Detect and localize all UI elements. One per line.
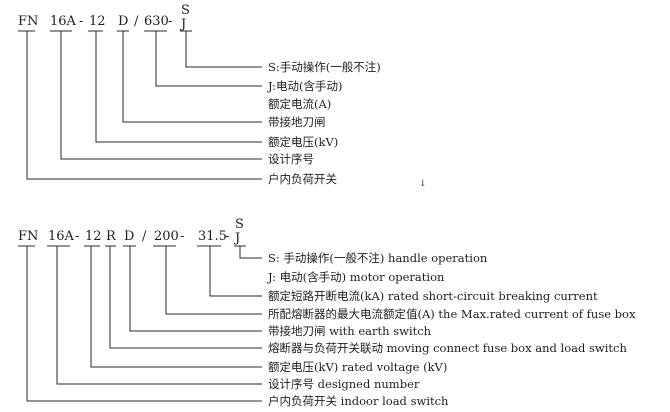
label-manual-operation: S:手动操作(一般不注) — [268, 60, 381, 74]
label-rated-voltage: 额定电压(kV) — [268, 135, 338, 149]
leader-lines — [26, 31, 262, 180]
code-s: S — [235, 217, 244, 232]
diagram-2: FN 16A - 12 R D / 200 - 31.5 - S J — [18, 217, 636, 408]
code-12: 12 — [85, 229, 102, 244]
label-fuse-load-switch-link: 熔断器与负荷开关联动 moving connect fuse box and l… — [268, 341, 627, 355]
stray-arrow-mark: ↓ — [419, 179, 427, 189]
code-dash: - — [168, 14, 172, 29]
label-rated-current: 额定电流(A) — [268, 97, 331, 111]
label-short-circuit-breaking: 额定短路开断电流(kA) rated short-circuit breakin… — [268, 289, 598, 303]
code-16a: 16A — [48, 229, 75, 244]
code-s: S — [181, 3, 190, 18]
code-dash: - — [75, 229, 79, 244]
code-j: J — [179, 17, 186, 32]
code-fn: FN — [18, 14, 38, 29]
label-design-number: 设计序号 designed number — [268, 377, 420, 391]
code-j: J — [233, 231, 240, 246]
label-fuse-max-rated-current: 所配熔断器的最大电流额定值(A) the Max.rated current o… — [268, 307, 636, 321]
label-indoor-load-switch: 户内负荷开关 indoor load switch — [268, 394, 449, 408]
label-earth-switch: 带接地刀闸 with earth switch — [268, 324, 432, 338]
label-design-number: 设计序号 — [268, 152, 314, 166]
label-handle-operation: S: 手动操作(一般不注) handle operation — [268, 251, 488, 265]
code-fn: FN — [18, 229, 38, 244]
code-dash: - — [79, 14, 83, 29]
code-dash: - — [180, 229, 184, 244]
label-earth-switch: 带接地刀闸 — [268, 115, 326, 129]
code-slash: / — [134, 14, 139, 29]
code-r: R — [106, 229, 117, 244]
code-d: D — [124, 229, 134, 244]
code-d: D — [118, 14, 128, 29]
label-indoor-load-switch: 户内负荷开关 — [268, 172, 337, 186]
code-dash: - — [225, 229, 229, 244]
leader-lines — [26, 246, 262, 402]
label-motor-operation: J: 电动(含手动) motor operation — [267, 270, 445, 284]
diagram-1: FN 16A - 12 D / 630 - S J S:手动操作(一般不注) — [18, 3, 381, 186]
label-motor-operation: J:电动(含手动) — [267, 79, 343, 93]
code-12: 12 — [89, 14, 106, 29]
code-630: 630 — [144, 14, 169, 29]
code-200: 200 — [154, 229, 179, 244]
label-rated-voltage: 额定电压(kV) rated voltage (kV) — [268, 360, 447, 374]
code-slash: / — [142, 229, 147, 244]
code-31-5: 31.5 — [198, 229, 227, 244]
code-16a: 16A — [50, 14, 77, 29]
